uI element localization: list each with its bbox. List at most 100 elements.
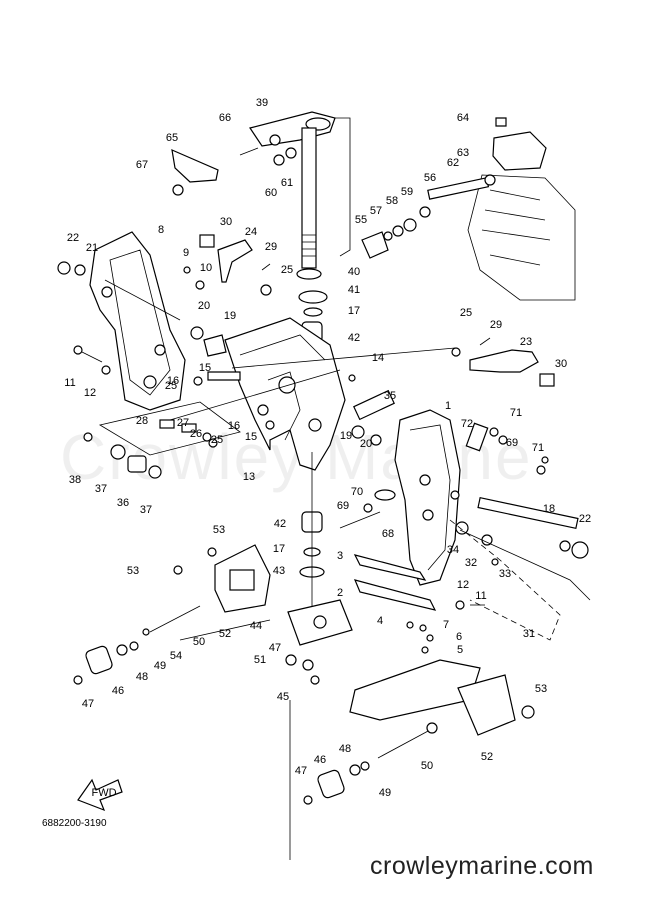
callout: 30 bbox=[555, 358, 567, 370]
callout: 37 bbox=[95, 483, 107, 495]
callout: 36 bbox=[117, 497, 129, 509]
callout: 10 bbox=[200, 262, 212, 274]
callout: 34 bbox=[447, 544, 459, 556]
clamp-bracket-right bbox=[394, 409, 549, 586]
callout: 30 bbox=[220, 216, 232, 228]
callout-labels: 39 66 65 67 60 61 64 63 62 56 59 58 57 5… bbox=[64, 97, 591, 799]
callout: 52 bbox=[481, 751, 493, 763]
fwd-label: FWD bbox=[91, 787, 116, 799]
callout: 44 bbox=[250, 620, 262, 632]
callout: 42 bbox=[274, 518, 286, 530]
callout: 28 bbox=[136, 415, 148, 427]
callout: 20 bbox=[360, 438, 372, 450]
clamp-bracket-left bbox=[57, 231, 186, 411]
callout: 56 bbox=[424, 172, 436, 184]
callout: 67 bbox=[136, 159, 148, 171]
callout: 68 bbox=[382, 528, 394, 540]
callout: 40 bbox=[348, 266, 360, 278]
callout: 46 bbox=[314, 754, 326, 766]
callout: 70 bbox=[351, 486, 363, 498]
callout: 16 bbox=[167, 375, 179, 387]
callout: 63 bbox=[457, 147, 469, 159]
callout: 69 bbox=[506, 437, 518, 449]
callout: 23 bbox=[520, 336, 532, 348]
callout: 7 bbox=[443, 619, 449, 631]
callout: 14 bbox=[372, 352, 384, 364]
callout: 53 bbox=[127, 565, 139, 577]
callout: 25 bbox=[165, 380, 177, 392]
callout: 33 bbox=[499, 568, 511, 580]
callout: 8 bbox=[158, 224, 164, 236]
callout: 18 bbox=[543, 503, 555, 515]
callout: 51 bbox=[254, 654, 266, 666]
callout: 24 bbox=[245, 226, 257, 238]
callout: 17 bbox=[273, 543, 285, 555]
callout: 19 bbox=[224, 310, 236, 322]
callout: 46 bbox=[112, 685, 124, 697]
bracket-65 bbox=[171, 149, 219, 183]
callout: 20 bbox=[198, 300, 210, 312]
callout: 22 bbox=[67, 232, 79, 244]
callout: 58 bbox=[386, 195, 398, 207]
callout: 25 bbox=[281, 264, 293, 276]
callout: 72 bbox=[461, 418, 473, 430]
callout: 59 bbox=[401, 186, 413, 198]
callout: 45 bbox=[277, 691, 289, 703]
callout: 1 bbox=[445, 400, 451, 412]
callout: 9 bbox=[183, 247, 189, 259]
cover-assembly bbox=[361, 117, 576, 301]
callout: 50 bbox=[421, 760, 433, 772]
callout: 15 bbox=[199, 362, 211, 374]
callout: 15 bbox=[245, 431, 257, 443]
catalog-number: 6882200-3190 bbox=[42, 818, 107, 829]
callout: 21 bbox=[86, 242, 98, 254]
callout: 41 bbox=[348, 284, 360, 296]
callout: 71 bbox=[532, 442, 544, 454]
callout: 48 bbox=[339, 743, 351, 755]
callout: 47 bbox=[295, 765, 307, 777]
callout: 4 bbox=[377, 615, 383, 627]
callout: 29 bbox=[265, 241, 277, 253]
callout: 11 bbox=[475, 590, 486, 602]
callout: 53 bbox=[535, 683, 547, 695]
callout: 12 bbox=[457, 579, 469, 591]
callout: 49 bbox=[154, 660, 166, 672]
callout: 31 bbox=[523, 628, 535, 640]
callout: 2 bbox=[337, 587, 343, 599]
callout: 53 bbox=[213, 524, 225, 536]
callout: 29 bbox=[490, 319, 502, 331]
callout: 43 bbox=[273, 565, 285, 577]
callout: 32 bbox=[465, 557, 477, 569]
callout: 19 bbox=[340, 430, 352, 442]
callout: 27 bbox=[177, 417, 189, 429]
callout: 17 bbox=[348, 305, 360, 317]
callout: 25 bbox=[211, 434, 223, 446]
callout: 48 bbox=[136, 671, 148, 683]
callout: 37 bbox=[140, 504, 152, 516]
callout: 3 bbox=[337, 550, 343, 562]
callout: 66 bbox=[219, 112, 231, 124]
callout: 50 bbox=[193, 636, 205, 648]
callout: 5 bbox=[457, 644, 463, 656]
callout: 11 bbox=[64, 377, 75, 389]
callout: 62 bbox=[447, 157, 459, 169]
callout: 12 bbox=[84, 387, 96, 399]
callout: 69 bbox=[337, 500, 349, 512]
callout: 57 bbox=[370, 205, 382, 217]
website-link[interactable]: crowleymarine.com bbox=[370, 852, 594, 880]
callout: 61 bbox=[281, 177, 293, 189]
swivel-bracket bbox=[224, 317, 346, 471]
callout: 26 bbox=[190, 428, 202, 440]
callout: 49 bbox=[379, 787, 391, 799]
callout: 38 bbox=[69, 474, 81, 486]
callout: 47 bbox=[269, 642, 281, 654]
callout: 25 bbox=[460, 307, 472, 319]
callout: 65 bbox=[166, 132, 178, 144]
callout: 54 bbox=[170, 650, 182, 662]
callout: 55 bbox=[355, 214, 367, 226]
callout: 64 bbox=[457, 112, 469, 124]
callout: 47 bbox=[82, 698, 94, 710]
callout: 6 bbox=[456, 631, 462, 643]
